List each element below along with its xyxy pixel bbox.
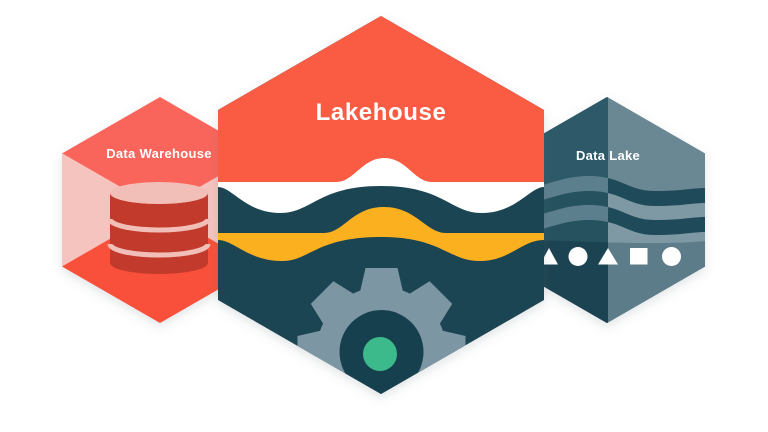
data-warehouse-hexagon <box>62 97 258 323</box>
data-lake-label: Data Lake <box>575 148 641 163</box>
data-warehouse-label: Data Warehouse <box>106 146 212 161</box>
database-band-1 <box>107 218 211 233</box>
yellow-wave-ribbon <box>218 207 544 261</box>
circle-icon <box>662 247 681 266</box>
lake-left-wave-1 <box>509 176 608 206</box>
data-shapes-row <box>540 247 681 266</box>
lakehouse-label: Lakehouse <box>315 99 447 126</box>
database-icon <box>107 182 211 274</box>
triangle-icon <box>540 248 558 265</box>
circle-icon <box>568 247 588 266</box>
data-lake-hexagon <box>509 97 705 323</box>
lake-left-wave-2 <box>509 205 608 235</box>
database-body <box>110 193 208 274</box>
lakehouse-hexagon <box>218 16 544 394</box>
database-top <box>110 182 208 204</box>
gear-center-dot <box>363 337 397 371</box>
database-band-2 <box>107 243 211 258</box>
square-icon <box>630 248 648 265</box>
triangle-icon <box>598 248 618 265</box>
lake-right-wave-2 <box>608 205 705 235</box>
white-wave-ribbon <box>218 158 544 213</box>
lakehouse-roof <box>218 16 544 182</box>
gear-icon <box>297 268 466 394</box>
lake-right-wave-1 <box>608 176 705 206</box>
